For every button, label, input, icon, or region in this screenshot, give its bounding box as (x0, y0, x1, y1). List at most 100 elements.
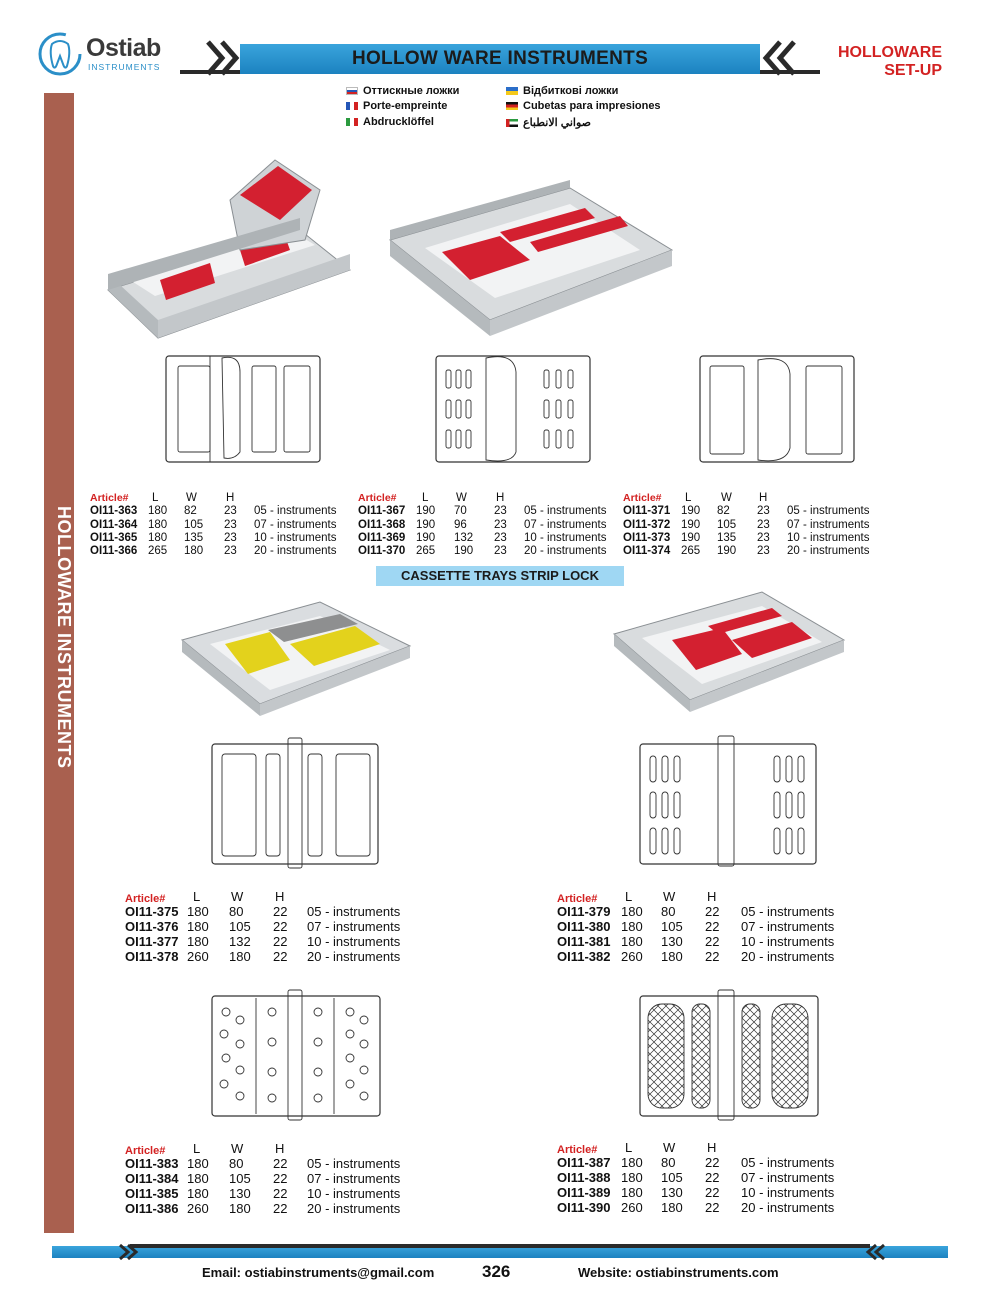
col-w: W (456, 492, 467, 504)
product-photo-tray-2 (388, 180, 674, 336)
col-h: H (759, 492, 768, 504)
product-photo-tray-4 (612, 591, 846, 712)
section-label-line2: SET-UP (884, 62, 942, 79)
col-article: Article# (623, 492, 662, 504)
lang-text: Оттискные ложки (363, 85, 460, 97)
tooth-logo-icon (38, 32, 82, 76)
lang-text: صواني الانطباع (523, 117, 592, 129)
section-label-line1: HOLLOWARE (838, 44, 942, 61)
footer-chevron-left-icon (865, 1243, 885, 1261)
drawing-tray-371 (699, 355, 855, 463)
col-l: L (625, 889, 633, 904)
page-title: HOLLOW WARE INSTRUMENTS (351, 48, 649, 69)
col-w: W (663, 1140, 676, 1155)
col-w: W (186, 492, 197, 504)
lang-text: Відбиткові ложки (523, 85, 619, 97)
flag-de-icon (506, 102, 518, 110)
col-article: Article# (358, 492, 397, 504)
footer-email: Email: ostiabinstruments@gmail.com (202, 1265, 435, 1280)
col-h: H (275, 1141, 285, 1156)
col-w: W (663, 889, 676, 904)
col-l: L (193, 1141, 201, 1156)
lang-item-fr: Porte-empreinte (346, 100, 447, 112)
lang-item-it: Abdrucklöffel (346, 116, 434, 128)
flag-ua-icon (506, 87, 518, 95)
brand-logo: Ostiab INSTRUMENTS (38, 30, 178, 80)
side-band-text: HOLLOWARE INSTRUMENTS (54, 506, 74, 769)
flag-ae-icon (506, 118, 518, 127)
chevron-right-icon (206, 40, 240, 76)
lang-item-ae: صواني الانطباع (506, 116, 591, 129)
drawing-tray-367 (435, 355, 591, 463)
col-article: Article# (125, 893, 166, 905)
col-article: Article# (90, 492, 129, 504)
drawing-tray-379 (639, 735, 817, 867)
lang-text: Abdrucklöffel (363, 116, 434, 128)
lang-item-ru: Оттискные ложки (346, 85, 459, 97)
col-article: Article# (557, 893, 598, 905)
flag-it-icon (346, 118, 358, 126)
header-bar (240, 44, 760, 74)
lang-item-de: Cubetas para impresiones (506, 100, 661, 112)
col-l: L (193, 889, 201, 904)
drawing-tray-375 (211, 737, 379, 869)
col-w: W (231, 889, 244, 904)
section-label: HOLLOWARE SET-UP (838, 44, 942, 80)
col-l: L (422, 492, 429, 504)
subheading-strip-lock: CASSETTE TRAYS STRIP LOCK (376, 566, 624, 586)
col-w: W (721, 492, 732, 504)
col-article: Article# (125, 1145, 166, 1157)
product-photo-tray-1 (107, 159, 352, 339)
footer-bar (52, 1246, 948, 1258)
brand-tagline: INSTRUMENTS (88, 62, 161, 72)
col-w: W (231, 1141, 244, 1156)
lang-text: Porte-empreinte (363, 100, 448, 112)
page-number: 326 (482, 1262, 511, 1281)
drawing-tray-363 (165, 355, 321, 463)
col-l: L (685, 492, 692, 504)
lang-text: Cubetas para impresiones (523, 100, 661, 112)
footer-website: Website: ostiabinstruments.com (578, 1265, 779, 1280)
col-h: H (275, 889, 285, 904)
col-l: L (152, 492, 159, 504)
footer-chevron-right-icon (119, 1243, 139, 1261)
col-h: H (226, 492, 235, 504)
product-photo-tray-3 (180, 601, 412, 716)
slot-group (445, 369, 574, 449)
drawing-tray-383 (211, 989, 381, 1121)
chevron-left-icon (762, 40, 796, 76)
footer-dark-stripe (130, 1244, 870, 1248)
